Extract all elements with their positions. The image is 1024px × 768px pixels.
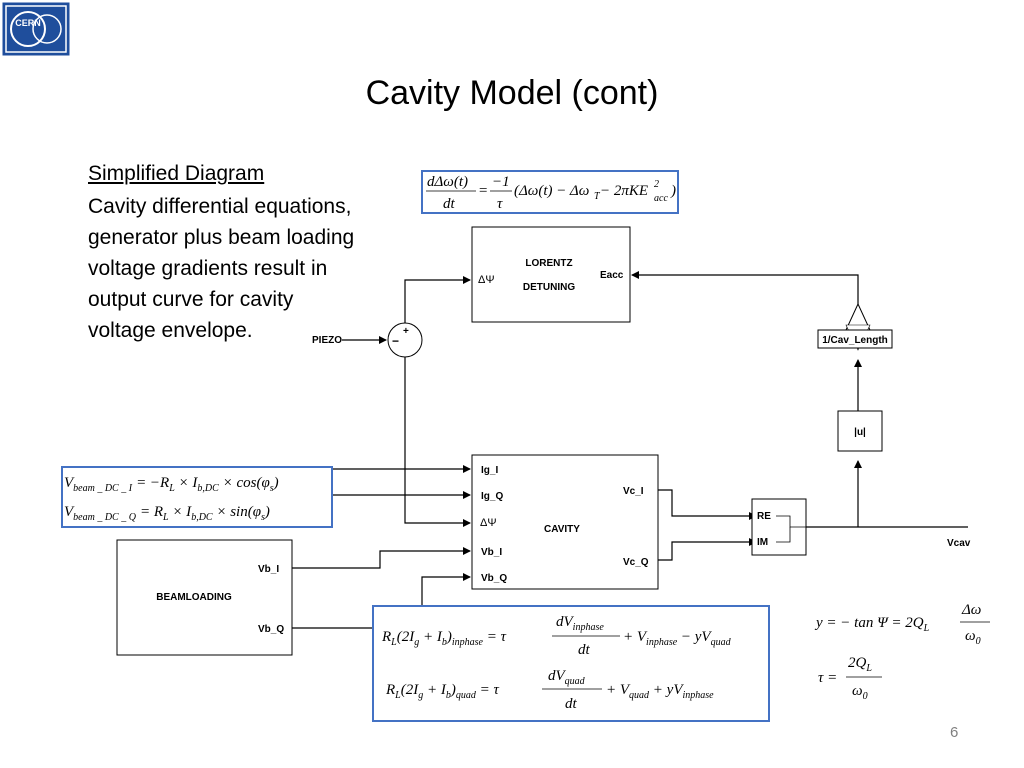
svg-text:y = − tan Ψ = 2QL: y = − tan Ψ = 2QL: [814, 615, 930, 634]
gain-block: 1/Cav_Length: [817, 302, 893, 351]
svg-text:=: =: [478, 183, 488, 199]
svg-text:RL(2Ig + Ib)quad = τ: RL(2Ig + Ib)quad = τ: [385, 682, 499, 701]
svg-text:Vb_I: Vb_I: [258, 564, 279, 575]
vb-i-wire: [292, 547, 471, 569]
svg-text:1/Cav_Length: 1/Cav_Length: [822, 335, 888, 346]
svg-text:dΔω(t): dΔω(t): [427, 174, 468, 190]
svg-text:− 2πKE: − 2πKE: [600, 183, 648, 199]
svg-text:|u|: |u|: [854, 427, 866, 438]
vbeam-equations: Vbeam _ DC _ I= −RL × Ib,DC × cos(φs) Vb…: [61, 466, 333, 528]
tau-equation: τ = 2QL ω0: [818, 655, 882, 702]
vcav-label: Vcav: [947, 538, 971, 549]
svg-text:ΔΨ: ΔΨ: [480, 517, 497, 529]
svg-text:(Δω(t) − Δω: (Δω(t) − Δω: [514, 183, 589, 199]
svg-text:2: 2: [654, 179, 659, 190]
svg-text:Vbeam _ DC _ Q= RL × Ib,DC × s: Vbeam _ DC _ Q= RL × Ib,DC × sin(φs): [64, 504, 270, 523]
svg-text:2QL: 2QL: [848, 655, 872, 674]
svg-text:dt: dt: [565, 696, 578, 712]
diagram-subtitle: Simplified Diagram: [88, 162, 265, 185]
slide-number: 6: [950, 724, 959, 741]
vc-i-wire: [658, 489, 757, 520]
description-text: Cavity differential equations, generator…: [88, 195, 355, 342]
vb-q-wire: [292, 573, 471, 629]
svg-text:Vb_Q: Vb_Q: [481, 573, 507, 584]
piezo-label: PIEZO: [312, 335, 342, 346]
svg-text:ω0: ω0: [965, 628, 981, 647]
svg-text:−1: −1: [492, 174, 510, 190]
svg-text:IM: IM: [757, 537, 768, 548]
svg-text:Eacc: Eacc: [600, 270, 624, 281]
svg-text:RE: RE: [757, 511, 771, 522]
slide-title: Cavity Model (cont): [365, 74, 659, 112]
svg-text:−: −: [392, 334, 399, 348]
svg-text:ω0: ω0: [852, 683, 868, 702]
svg-text:T: T: [594, 191, 601, 202]
svg-text:Vc_I: Vc_I: [623, 486, 644, 497]
svg-text:+ Vinphase − yVquad: + Vinphase − yVquad: [623, 629, 732, 648]
svg-text:): ): [670, 183, 676, 199]
svg-text:+: +: [403, 326, 409, 337]
svg-text:RL(2Ig + Ib)inphase = τ: RL(2Ig + Ib)inphase = τ: [381, 629, 507, 648]
cavity-equations: RL(2Ig + Ib)inphase = τ dVinphase dt + V…: [372, 605, 770, 722]
gain-to-lorentz-wire: [631, 271, 859, 304]
sum-to-cavity-wire: [404, 357, 471, 527]
svg-text:Vc_Q: Vc_Q: [623, 557, 649, 568]
re-im-block: RE IM: [751, 498, 807, 556]
cavity-block: CAVITY Ig_I Ig_Q ΔΨ Vb_I Vb_Q Vc_I Vc_Q: [471, 454, 659, 590]
svg-text:ΔΨ: ΔΨ: [478, 274, 495, 286]
cern-logo: CERN: [2, 2, 70, 56]
svg-text:dt: dt: [578, 642, 591, 658]
detuning-equation: dΔω(t) dt = −1 τ (Δω(t) − Δω T − 2πKE 2 …: [421, 170, 679, 214]
svg-text:DETUNING: DETUNING: [523, 282, 575, 293]
y-equation: y = − tan Ψ = 2QL Δω ω0: [814, 602, 990, 647]
logo-text: CERN: [15, 18, 41, 28]
svg-text:dt: dt: [443, 196, 456, 212]
vc-q-wire: [658, 538, 757, 561]
svg-text:Ig_Q: Ig_Q: [481, 491, 503, 502]
svg-text:Vb_I: Vb_I: [481, 547, 502, 558]
lorentz-detuning-block: LORENTZ DETUNING ΔΨ Eacc: [471, 226, 631, 323]
svg-text:LORENTZ: LORENTZ: [525, 258, 572, 269]
svg-text:+ Vquad + yVinphase: + Vquad + yVinphase: [606, 682, 714, 701]
svg-text:τ =: τ =: [818, 670, 837, 686]
svg-text:Δω: Δω: [961, 602, 981, 618]
svg-text:Ig_I: Ig_I: [481, 465, 498, 476]
sum-to-lorentz-wire: [404, 276, 471, 323]
sum-junction: + −: [387, 322, 423, 358]
svg-text:Vb_Q: Vb_Q: [258, 624, 284, 635]
svg-text:CAVITY: CAVITY: [544, 524, 580, 535]
svg-text:τ: τ: [497, 196, 503, 212]
svg-text:BEAMLOADING: BEAMLOADING: [156, 592, 232, 603]
svg-text:Vbeam _ DC _ I= −RL × Ib,DC ×: Vbeam _ DC _ I= −RL × Ib,DC × cos(φs): [64, 475, 279, 494]
abs-block: |u|: [837, 410, 883, 452]
svg-text:dVinphase: dVinphase: [556, 614, 604, 633]
svg-text:dVquad: dVquad: [548, 668, 586, 687]
beamloading-block: BEAMLOADING Vb_I Vb_Q: [116, 539, 293, 656]
svg-text:acc: acc: [654, 193, 668, 204]
